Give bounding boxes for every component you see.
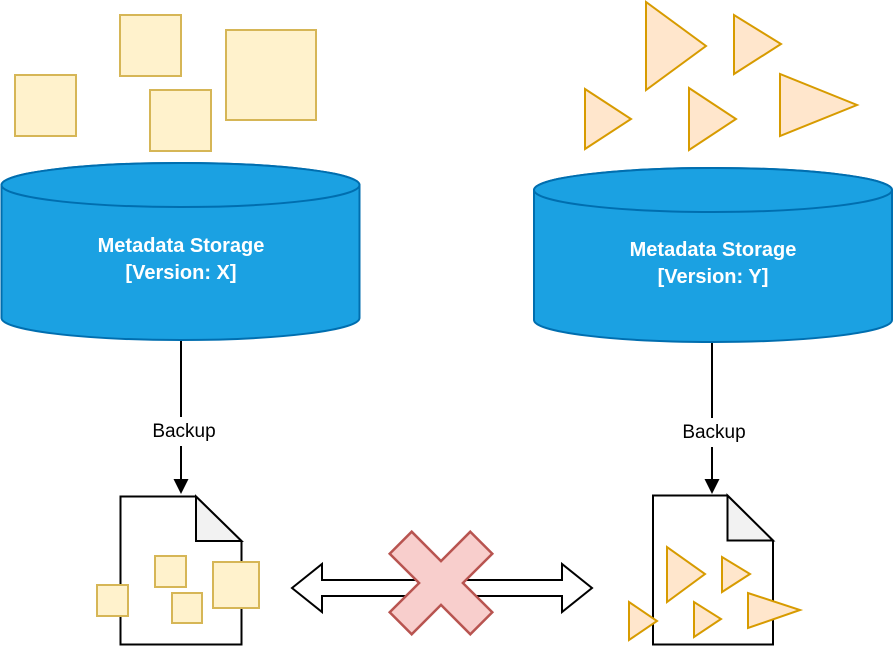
right-cylinder-top [533, 167, 893, 213]
metadata-triangle-icon [779, 72, 860, 138]
metadata-square-icon [212, 561, 260, 609]
backup-file-right [628, 493, 804, 646]
backup-label-right: Backup [664, 421, 764, 445]
left-cylinder-label: Metadata Storage [Version: X] [31, 233, 331, 287]
metadata-square-icon [154, 555, 187, 588]
metadata-square-icon [14, 74, 77, 137]
left-cylinder-version: [Version: X] [125, 262, 237, 284]
top-right-triangles [584, 0, 860, 152]
metadata-square-icon [119, 14, 182, 77]
arrowhead-down-icon [704, 479, 720, 494]
right-cylinder-title: Metadata Storage [629, 239, 797, 261]
backup-arrow-left [173, 341, 189, 494]
document-fold-corner [726, 493, 776, 542]
metadata-square-icon [171, 592, 203, 624]
incompatibility-cross-icon [387, 529, 495, 637]
metadata-triangle-icon [666, 545, 707, 604]
metadata-triangle-icon [645, 0, 708, 92]
metadata-triangle-icon [747, 591, 804, 630]
top-left-squares [14, 14, 317, 152]
metadata-triangle-icon [688, 86, 738, 152]
left-cylinder [0, 162, 361, 341]
right-cylinder [533, 167, 893, 343]
backup-label-left: Backup [134, 420, 234, 444]
metadata-triangle-icon [628, 600, 659, 642]
left-cylinder-title: Metadata Storage [97, 235, 265, 257]
file-squares [96, 555, 260, 624]
metadata-triangle-icon [584, 87, 633, 151]
right-cylinder-label: Metadata Storage [Version: Y] [563, 237, 863, 291]
file-triangles [628, 545, 804, 642]
metadata-square-icon [149, 89, 212, 152]
arrowhead-down-icon [173, 479, 189, 494]
metadata-triangle-icon [721, 555, 752, 594]
metadata-square-icon [96, 584, 129, 617]
left-cylinder-top [0, 162, 361, 208]
document-fold-corner [195, 494, 244, 542]
right-cylinder-version: [Version: Y] [657, 266, 769, 288]
backup-file-left [96, 494, 260, 646]
metadata-triangle-icon [693, 600, 723, 639]
metadata-square-icon [225, 29, 317, 121]
metadata-triangle-icon [733, 13, 783, 76]
backup-arrow-right [704, 343, 720, 494]
